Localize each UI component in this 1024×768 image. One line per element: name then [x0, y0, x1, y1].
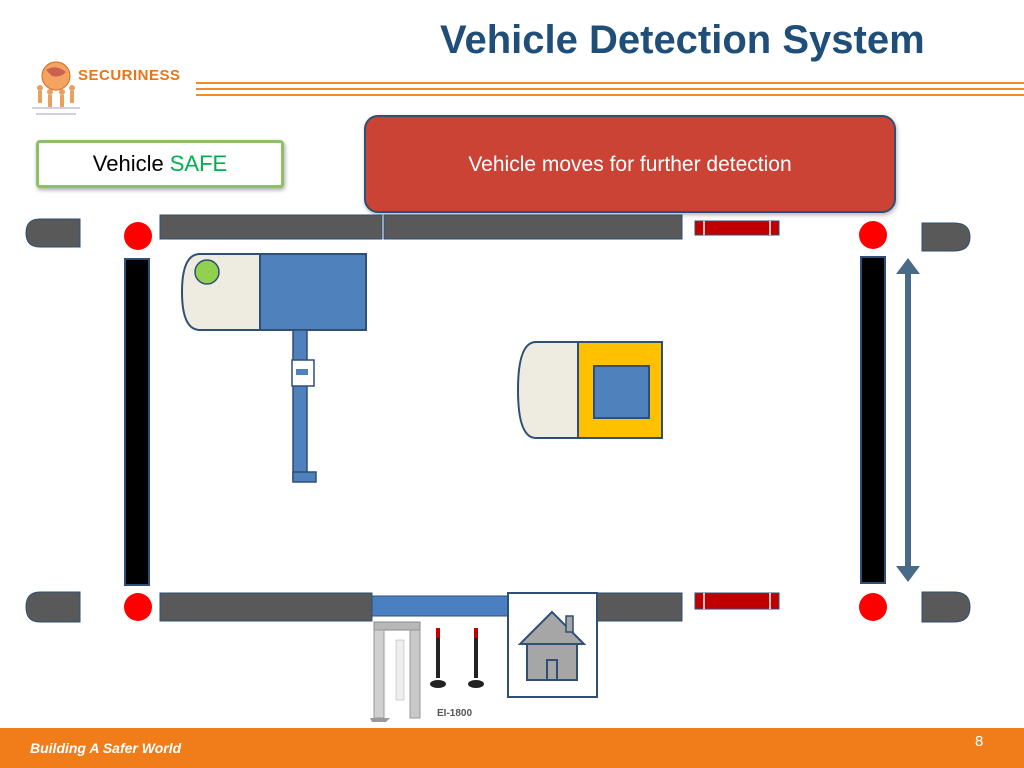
top-spike-strip [694, 220, 780, 236]
company-logo [28, 58, 193, 120]
walk-through-metal-detector-icon [370, 621, 421, 722]
scanner-cab [180, 253, 263, 331]
pole-detector-icon [430, 628, 484, 688]
bottom-barrier-right [596, 592, 683, 622]
page-number: 8 [975, 733, 984, 750]
right-side-scanner [860, 256, 886, 584]
scanner-green-light [194, 259, 220, 285]
footer-slogan: Building A Safer World [30, 740, 182, 756]
bollard-bottom-left [25, 591, 81, 623]
vehicle-window [593, 365, 650, 419]
globe-people-logo-icon [32, 61, 80, 115]
scanner-arm [292, 329, 308, 481]
left-side-scanner [124, 258, 150, 586]
signal-light [124, 222, 152, 250]
top-barrier-left [159, 214, 383, 240]
barrier-arrow-icon [896, 258, 920, 582]
callout-box: Vehicle moves for further detection [364, 115, 896, 213]
house-icon [517, 610, 587, 681]
equipment-model-label: EI-1800 [437, 708, 472, 719]
bottom-barrier-left [159, 592, 373, 622]
logo-text: SECURINESS [78, 67, 181, 84]
top-barrier-right [383, 214, 683, 240]
header-rule [196, 82, 1024, 84]
footer-bar [0, 728, 1024, 768]
header-rule [196, 94, 1024, 96]
status-label: Vehicle [92, 151, 164, 176]
bottom-spike-strip [694, 592, 780, 610]
bollard-bottom-right [921, 591, 971, 623]
signal-light [124, 593, 152, 621]
bottom-gate-bar [371, 595, 509, 617]
checkpoint-diagram: EI-1800 [25, 214, 971, 722]
vehicle-status-box: Vehicle SAFE [36, 140, 284, 188]
signal-light [859, 221, 887, 249]
signal-light [859, 593, 887, 621]
scanner-body [259, 253, 367, 331]
callout-text: Vehicle moves for further detection [468, 153, 792, 176]
vehicle-rear [516, 341, 581, 439]
header-rule [196, 88, 1024, 90]
bollard-top-right [921, 222, 971, 252]
slide-title: Vehicle Detection System [440, 18, 925, 62]
status-value: SAFE [169, 151, 228, 176]
bollard-top-left [25, 218, 81, 248]
